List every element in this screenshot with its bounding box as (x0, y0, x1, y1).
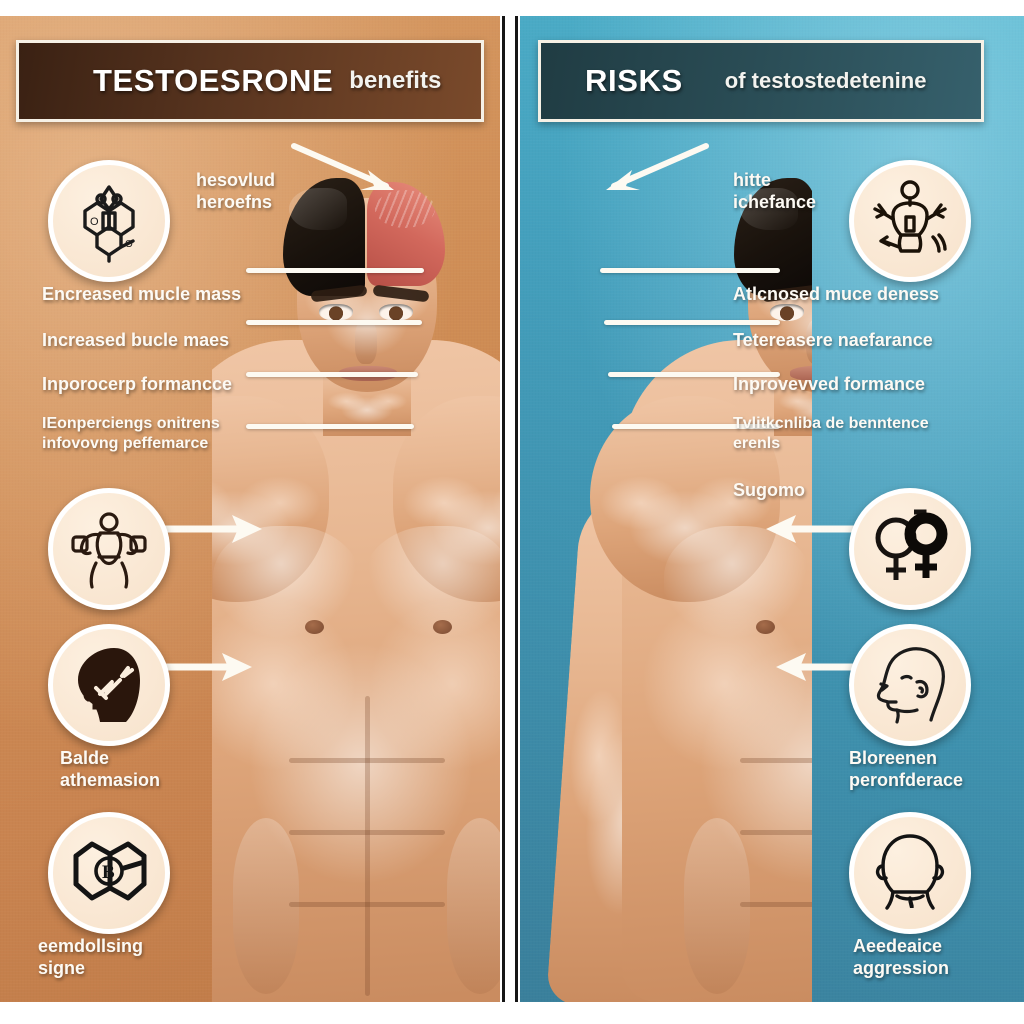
left-bullet-1: Encreased mucle mass (42, 284, 242, 304)
right-nipple (433, 620, 452, 634)
leader-line-right-4 (612, 424, 780, 429)
left-nipple-mirror (756, 620, 775, 634)
leader-line-right-1 (600, 268, 780, 273)
head-lightning-icon (48, 624, 170, 746)
svg-text:O: O (90, 216, 99, 228)
right-badge-caption-libido: Sugomo (733, 480, 805, 500)
svg-text:O: O (125, 239, 133, 250)
abdominals-mirror (740, 696, 812, 996)
left-top-label: hesovlud heroefns (196, 170, 276, 212)
leader-line-right-3 (608, 372, 780, 377)
angry-head-icon (849, 160, 971, 282)
arrow-right-top (590, 140, 710, 205)
gender-symbols-icon (849, 488, 971, 610)
left-banner-title: TESTOESRONE (93, 63, 334, 98)
abdominals (289, 696, 445, 996)
leader-line-left-2 (246, 320, 422, 325)
left-badge-caption-balding: Balde athemasion (60, 748, 161, 790)
molecule-icon: O O (48, 160, 170, 282)
torso-right (520, 128, 812, 1002)
ab-crease (740, 902, 812, 907)
right-bullet-4: Tvlitkcnliba de benntence erenls (733, 415, 929, 452)
right-eye (379, 304, 413, 321)
right-banner: RISKS of testostedetenine (538, 40, 984, 122)
left-bullet-2: Increased bucle maes (42, 330, 230, 350)
left-eye (319, 304, 353, 321)
left-eye-mirror (770, 304, 804, 321)
hair-dark (283, 178, 365, 296)
right-oblique (447, 818, 510, 994)
leader-line-right-2 (604, 320, 780, 325)
hair-dark-mirror (734, 178, 812, 296)
head-profile-icon (849, 624, 971, 746)
left-pectoral-mirror (664, 526, 812, 644)
figure-right-half (520, 128, 812, 1002)
leader-line-left-1 (246, 268, 424, 273)
right-badge-caption-aggression: Aeedeaice aggression (853, 936, 950, 978)
svg-text:B: B (102, 862, 115, 883)
divider-rule-left (502, 16, 505, 1002)
left-pectoral (213, 526, 361, 644)
left-banner: TESTOESRONE benefits (16, 40, 484, 122)
ab-crease (740, 758, 812, 763)
arrow-left-muscle (156, 512, 266, 551)
ab-crease (289, 758, 445, 763)
flexing-muscles-icon (48, 488, 170, 610)
linea-alba (365, 696, 370, 996)
leader-line-left-3 (246, 372, 418, 377)
arrow-left-top (290, 140, 410, 205)
torso-left (212, 128, 510, 1002)
ab-crease (289, 902, 445, 907)
leader-line-left-4 (246, 424, 414, 429)
center-divider (500, 16, 520, 1002)
mouth-mirror (790, 366, 812, 381)
right-top-label: hitte ichefance (733, 170, 817, 212)
right-bullet-3: Inprovevved formance (733, 374, 926, 394)
arrow-left-head (156, 650, 256, 689)
left-oblique (233, 818, 299, 994)
bald-head-icon (849, 812, 971, 934)
ab-crease (289, 830, 445, 835)
split-body-illustration (212, 128, 812, 1002)
ab-crease (740, 830, 812, 835)
left-bullet-3: Inporocerp formancce (42, 374, 233, 394)
hexagon-molecule-icon: B (48, 812, 170, 934)
left-banner-subtitle: benefits (349, 67, 442, 94)
left-nipple (305, 620, 324, 634)
right-banner-title: RISKS (585, 63, 683, 98)
right-bullet-1: Atlcnosed muce deness (733, 284, 940, 304)
nose (355, 320, 377, 364)
right-bullet-2: Tetereasere naefarance (733, 330, 933, 350)
left-oblique-mirror (684, 818, 750, 994)
right-badge-caption-profile: Bloreenen peronfderace (849, 748, 964, 790)
right-banner-subtitle: of testostedetenine (724, 68, 927, 93)
left-bullet-4: IEonperciengs onitrens infovovng peffema… (42, 415, 220, 452)
nose-mirror (806, 320, 812, 364)
divider-rule-right (515, 16, 518, 1002)
figure-left-half (212, 128, 510, 1002)
left-badge-caption-molecule: eemdollsing signe (38, 936, 144, 978)
